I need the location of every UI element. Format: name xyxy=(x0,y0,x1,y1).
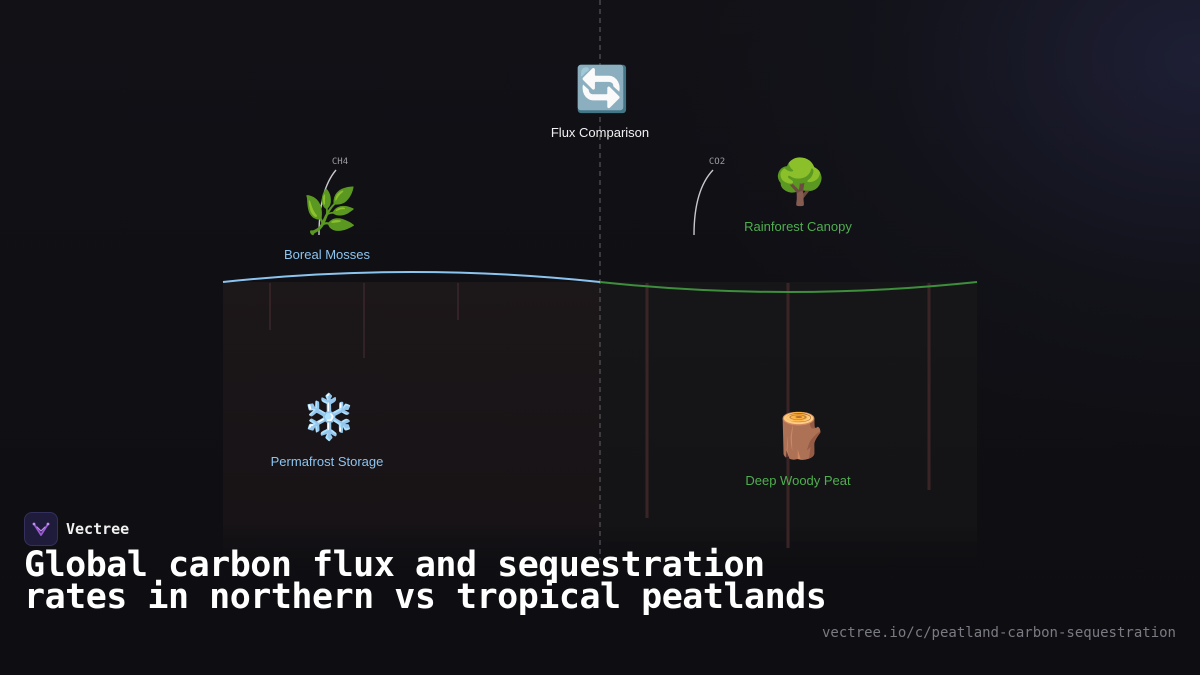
deciduous-tree-icon: 🌳 xyxy=(772,158,828,207)
deep-woody-peat-label: Deep Woody Peat xyxy=(745,473,851,488)
wood-log-icon: 🪵 xyxy=(772,412,828,461)
vectree-logo-icon xyxy=(24,512,58,546)
ch4-emission-arrow xyxy=(318,169,337,236)
boreal-mosses-label: Boreal Mosses xyxy=(284,247,370,262)
rainforest-canopy-label: Rainforest Canopy xyxy=(744,219,852,234)
tropical-surface-line xyxy=(599,281,978,293)
co2-gas-label: CO2 xyxy=(708,157,726,167)
permafrost-storage-label: Permafrost Storage xyxy=(270,454,384,469)
flux-comparison-label: Flux Comparison xyxy=(550,125,650,140)
northern-surface-line xyxy=(222,271,601,283)
source-url[interactable]: vectree.io/c/peatland-carbon-sequestrati… xyxy=(821,625,1176,641)
brand: Vectree xyxy=(24,512,129,546)
vectree-logo-mark xyxy=(32,522,50,536)
page-title: Global carbon flux and sequestration rat… xyxy=(24,545,827,617)
ch4-gas-label: CH4 xyxy=(331,157,349,167)
brand-name: Vectree xyxy=(66,520,130,538)
co2-emission-arrow xyxy=(693,169,714,236)
snowflake-icon: ❄️ xyxy=(301,393,357,442)
northern-peat-soil xyxy=(223,282,600,567)
counterclockwise-arrows-icon: 🔄 xyxy=(574,65,630,114)
herb-icon: 🌿 xyxy=(302,187,358,236)
